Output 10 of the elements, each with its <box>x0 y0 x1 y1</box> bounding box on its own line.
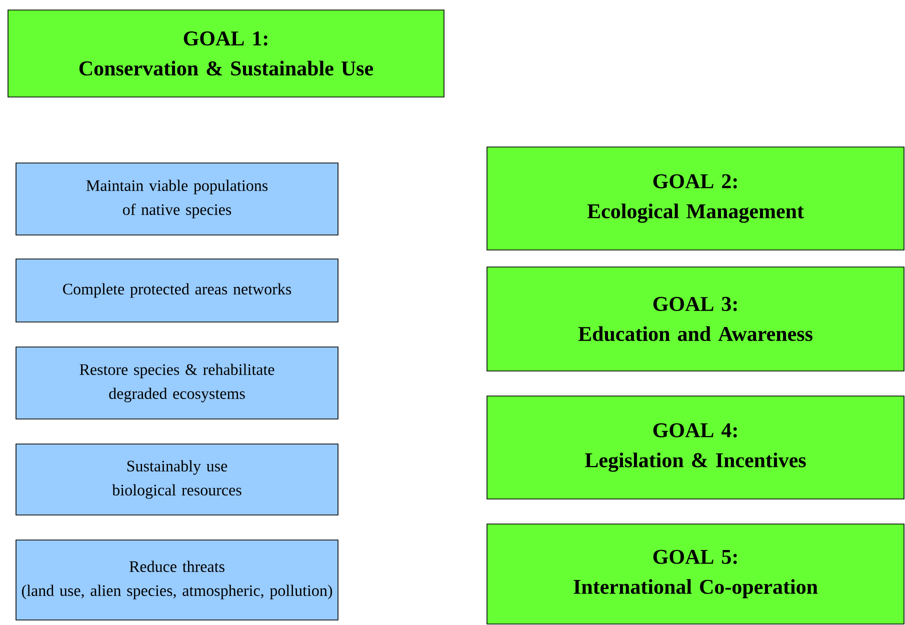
objective-box: Sustainably use biological resources <box>16 444 338 516</box>
objective-box: Complete protected areas networks <box>16 258 338 322</box>
goal-box: GOAL 5: International Co-operation <box>486 524 904 624</box>
goal-box: GOAL 1: Conservation & Sustainable Use <box>8 10 444 98</box>
goal-box: GOAL 2: Ecological Management <box>486 146 904 250</box>
objective-box: Maintain viable populations of native species <box>16 162 338 236</box>
objective-box: Reduce threats (land use, alien species, atmospheric, pollution) <box>16 540 338 620</box>
goal-box: GOAL 3: Education and Awareness <box>486 266 904 372</box>
goal-box: GOAL 4: Legislation & Incentives <box>486 396 904 500</box>
objective-box: Restore species & rehabilitate degraded ecosystems <box>16 346 338 420</box>
